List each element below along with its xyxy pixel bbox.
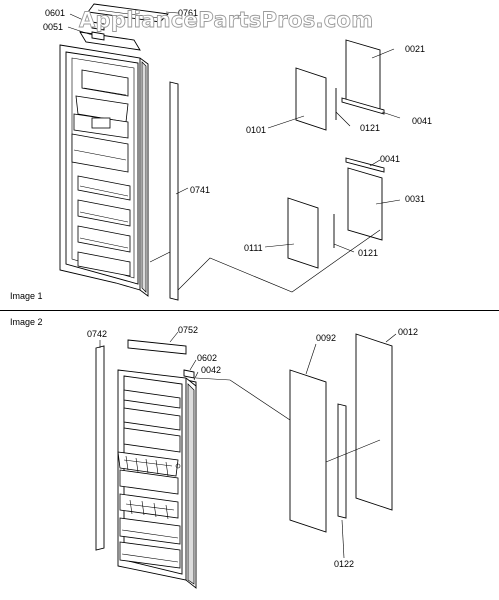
hinge-0601 [91,21,105,31]
watermark-logo: AppliancePartsPros.com [79,8,373,32]
callout-0121-upper: 0121 [360,123,380,133]
callout-0042: 0042 [201,365,221,375]
strip-0041-lower [345,157,385,173]
callout-0101: 0101 [246,125,266,135]
callout-0742: 0742 [87,329,107,339]
door-assembly-2 [117,369,197,589]
top-trim-0761 [87,3,169,23]
callout-0602: 0602 [197,353,217,363]
callout-0041-upper: 0041 [412,116,432,126]
callout-0761: 0761 [178,8,198,18]
strip-0122 [337,403,347,519]
panel-0031 [347,167,383,241]
callout-0012: 0012 [398,327,418,337]
callout-0041-lower: 0041 [380,154,400,164]
section-title-image-1: Image 1 [10,291,43,301]
callout-0021: 0021 [405,44,425,54]
strip-0041-upper [341,97,385,115]
top-trim-0752 [127,339,187,355]
panel-0012 [355,333,393,511]
callout-0601: 0601 [45,8,65,18]
hinge-0602 [183,369,195,379]
image-1-panel: 0601 0761 0051 0021 0101 0121 0041 0741 … [10,3,432,301]
callout-0122: 0122 [334,559,354,569]
section-title-image-2: Image 2 [10,317,43,327]
callout-0752: 0752 [178,325,198,335]
door-assembly-1 [59,31,149,297]
callout-0092: 0092 [316,333,336,343]
callout-0111: 0111 [244,243,263,253]
callout-0051: 0051 [43,22,63,32]
callout-0741: 0741 [190,185,210,195]
image-2-panel: Image 2 [10,317,418,589]
gasket-0742 [95,345,105,551]
panel-0111 [287,197,319,269]
panel-0092 [289,369,327,533]
bracket-0051 [91,31,105,41]
panel-0021 [345,39,381,111]
gasket-0741 [169,81,179,301]
callout-0031: 0031 [405,194,425,204]
callout-0121-lower: 0121 [358,248,378,258]
panel-0101 [295,67,327,131]
